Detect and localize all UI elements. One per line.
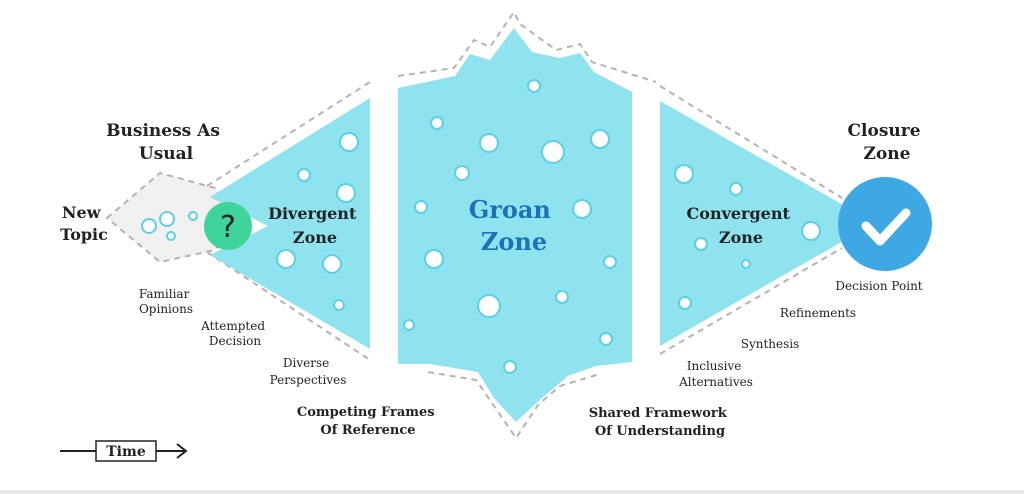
bubble: [590, 129, 610, 149]
convergent-zone-label: Convergent Zone: [687, 204, 796, 247]
bubble: [430, 116, 444, 130]
time-arrow: Time: [60, 440, 188, 462]
bubble: [729, 182, 743, 196]
divergent-zone-label: Divergent Zone: [268, 204, 362, 247]
diverse-perspectives-label: Diverse Perspectives: [270, 356, 347, 387]
bubble: [188, 211, 198, 221]
bubble: [477, 294, 501, 318]
dashed-outline-groan-top: [397, 10, 657, 83]
convergent-zone-shape: [660, 101, 845, 346]
time-label: Time: [106, 444, 146, 460]
dashed-outline-bottom-right: [659, 247, 843, 355]
groan-zone-shape: [398, 28, 632, 422]
divergent-zone-shape: [210, 98, 370, 349]
bubble: [694, 237, 708, 251]
closure-zone-label: Closure Zone: [848, 121, 927, 164]
bubble: [479, 133, 499, 153]
groan-zone-label: Groan Zone: [469, 195, 560, 256]
bubble: [527, 79, 541, 93]
checkmark-icon: [838, 177, 932, 271]
bubble: [322, 254, 342, 274]
dashed-outline-groan-bottom: [427, 371, 601, 440]
bubble: [674, 164, 694, 184]
bubble: [678, 296, 692, 310]
inclusive-alternatives-label: Inclusive Alternatives: [678, 359, 753, 389]
business-as-usual-label: Business As Usual: [106, 121, 226, 164]
bubble: [403, 319, 415, 331]
bubble: [276, 249, 296, 269]
bubble: [339, 132, 359, 152]
attempted-decision-label: Attempted Decision: [200, 319, 269, 348]
bubble: [572, 199, 592, 219]
competing-frames-label: Competing Frames Of Reference: [297, 405, 439, 438]
bubble: [503, 360, 517, 374]
bubble: [741, 259, 751, 269]
arrow-right-icon: [176, 443, 188, 459]
bubble: [541, 140, 565, 164]
bubble: [414, 200, 428, 214]
bubble: [555, 290, 569, 304]
bubble: [297, 168, 311, 182]
new-topic-label: New Topic: [60, 203, 108, 244]
shared-framework-label: Shared Framework Of Understanding: [589, 406, 732, 439]
bubble: [141, 218, 157, 234]
question-mark-icon: ?: [204, 202, 252, 250]
dashed-outline-top-right: [659, 85, 843, 199]
bubble: [159, 211, 175, 227]
bubble: [801, 221, 821, 241]
bubble: [336, 183, 356, 203]
bubble: [424, 249, 444, 269]
bubble: [603, 255, 617, 269]
bubble: [599, 332, 613, 346]
decision-point-label: Decision Point: [835, 279, 922, 293]
bottom-divider: [0, 490, 1024, 494]
bubble: [333, 299, 345, 311]
synthesis-label: Synthesis: [741, 337, 800, 351]
question-mark-text: ?: [220, 210, 236, 245]
bubble: [454, 165, 470, 181]
refinements-label: Refinements: [780, 306, 856, 320]
bubble: [166, 231, 176, 241]
familiar-opinions-label: Familiar Opinions: [139, 287, 193, 316]
